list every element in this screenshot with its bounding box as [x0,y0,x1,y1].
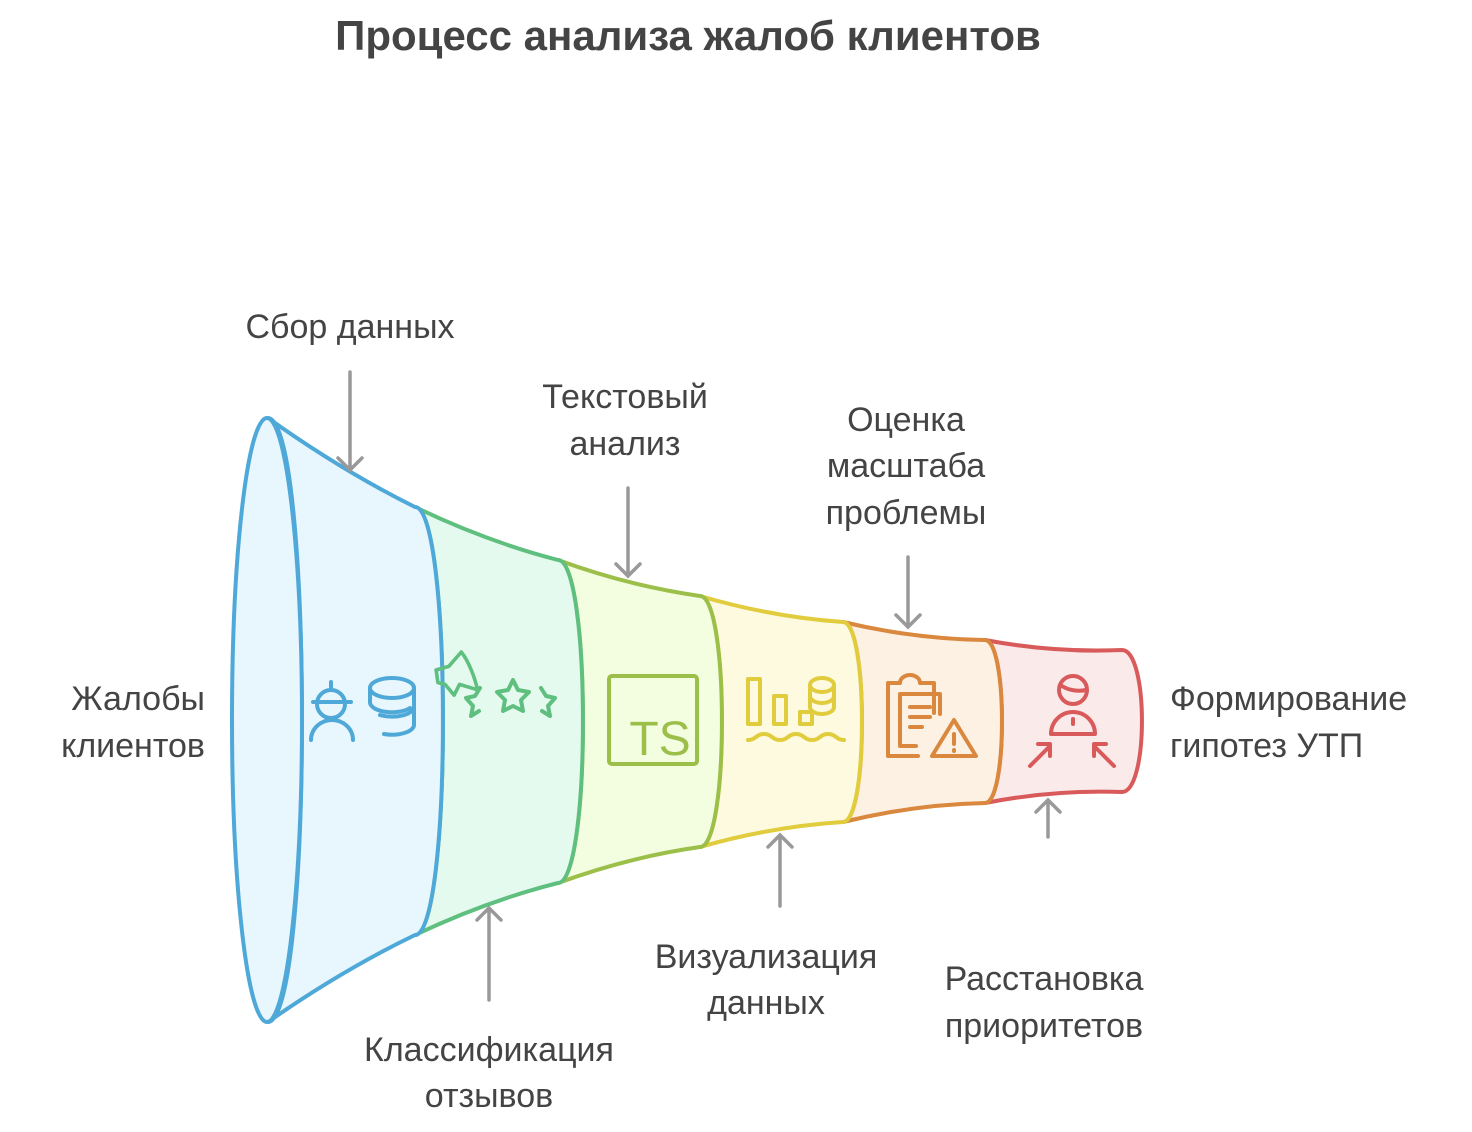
stage-label-klass-2: отзывов [425,1077,553,1115]
funnel-segment-6 [983,638,1144,805]
stage-label-vis-2: данных [707,984,825,1022]
stage-label-otsenka-2: масштаба [827,447,985,485]
stage-label-sbor: Сбор данных [245,308,454,346]
arrow-text [614,486,642,579]
output-label-2: гипотез УТП [1170,727,1363,765]
arrow-sbor [336,370,364,473]
input-label-1: Жалобы [71,680,205,718]
ts-text-icon: TS [607,674,699,766]
stars-rating-icon [434,650,557,718]
input-label-2: клиентов [61,727,205,765]
ts-icon-text: TS [629,713,690,766]
funnel-mouth [230,416,304,1024]
arrow-klass [475,905,503,1002]
worker-database-icon [309,676,417,742]
stage-label-prio-1: Расстановка [945,960,1144,998]
stage-label-text-1: Текстовый [542,378,708,416]
arrow-otsenka [894,555,922,630]
diagram-title: Процесс анализа жалоб клиентов [335,12,1041,59]
stage-label-otsenka-3: проблемы [826,494,987,532]
stage-label-prio-2: приоритетов [945,1007,1143,1045]
clipboard-warning-icon [886,673,978,758]
person-focus-icon [1028,674,1116,768]
funnel-segment-5 [841,620,1004,824]
stage-label-text-2: анализ [569,425,680,463]
bar-chart-database-icon [746,676,846,742]
arrow-prio [1034,797,1062,839]
stage-label-klass-1: Классификация [364,1031,614,1069]
output-label-1: Формирование [1170,680,1407,718]
arrow-vis [766,832,794,908]
funnel-segment-4 [698,594,864,849]
stage-label-vis-1: Визуализация [655,938,878,976]
stage-label-otsenka-1: Оценка [847,401,965,439]
